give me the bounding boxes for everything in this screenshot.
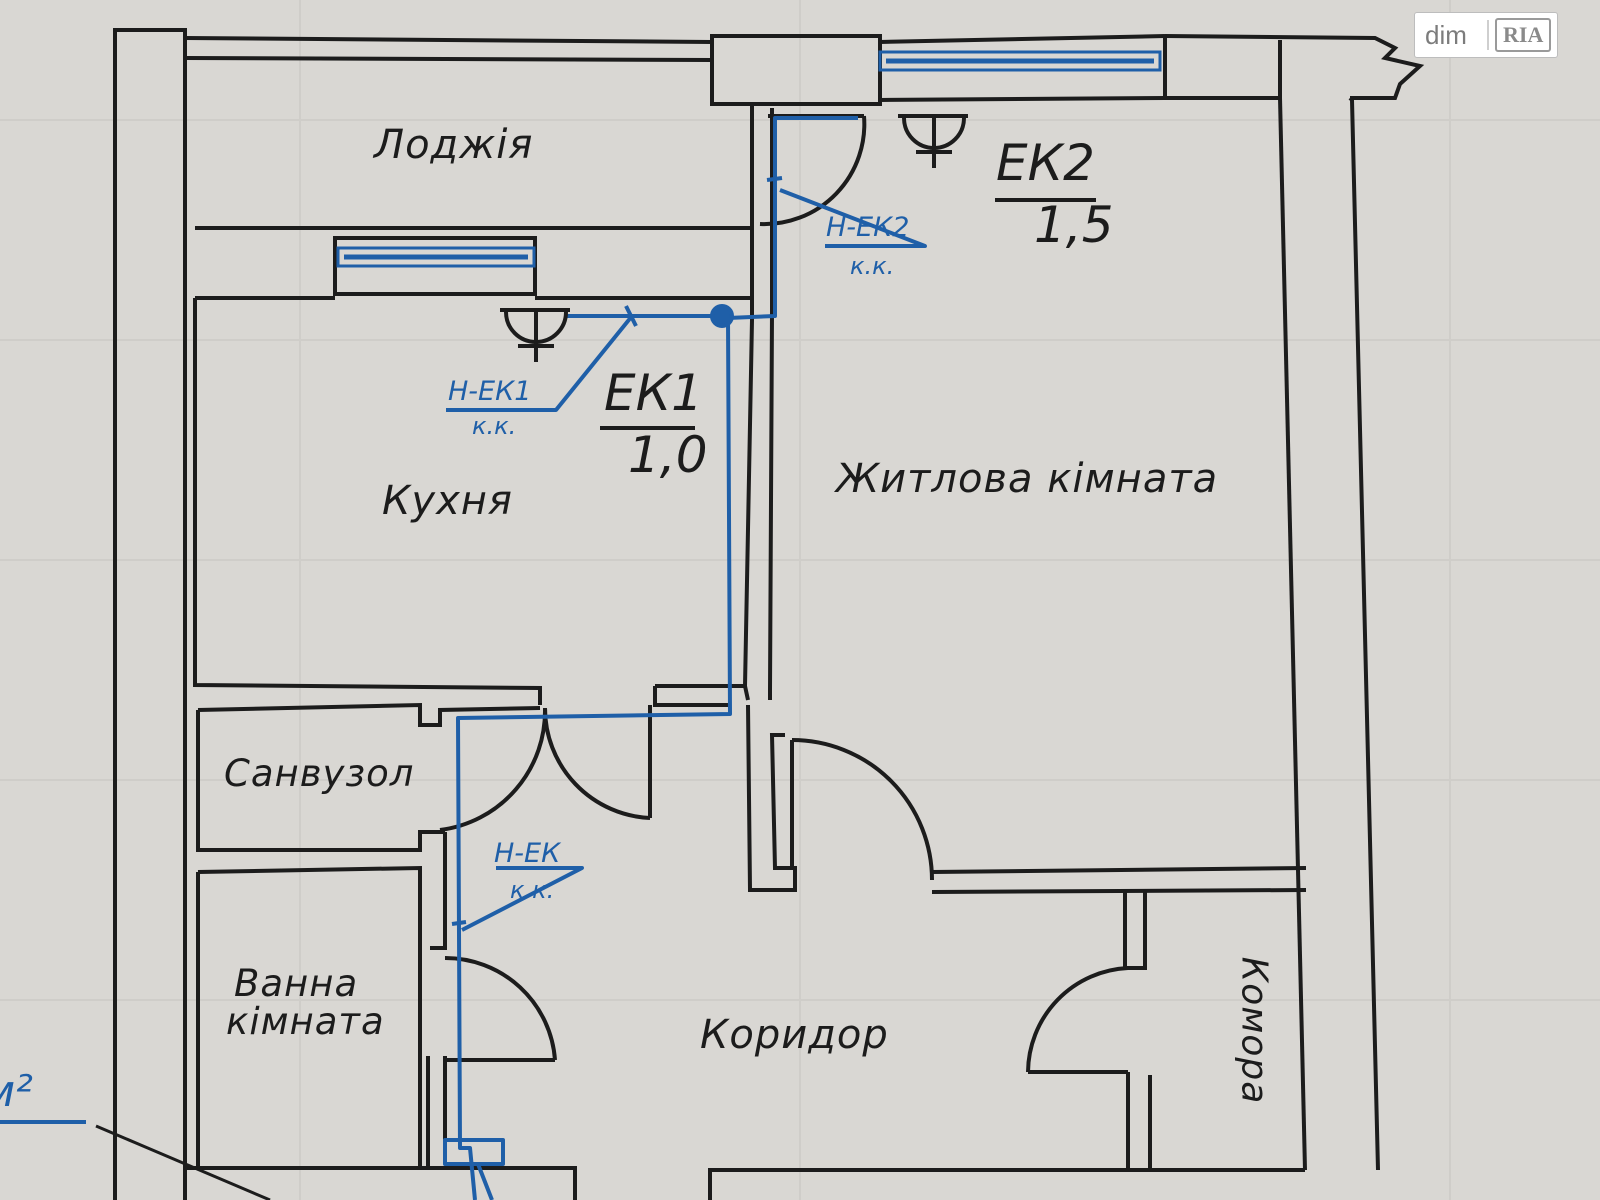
line-label-h-ek2: Н-ЕК2 — [826, 212, 910, 243]
dim-ria-watermark: dim RIA — [1414, 12, 1558, 58]
area-unit-label: м² — [0, 1066, 33, 1117]
line-label-h-ek1: Н-ЕК1 — [448, 376, 532, 407]
room-label-kitchen: Кухня — [382, 478, 513, 524]
line-label-h-ek: Н-ЕК — [494, 838, 561, 869]
room-label-wc: Санвузол — [224, 752, 415, 795]
outlet-symbols — [500, 114, 968, 362]
windows — [336, 50, 1162, 268]
outlet-ek1-icon — [500, 308, 570, 362]
room-label-storage: Комора — [1233, 956, 1275, 1105]
outlet-ek2-mark: ЕК2 — [996, 134, 1095, 192]
line-sub-h-ek2: к.к. — [850, 252, 895, 280]
room-label-bathroom-line2: кімната — [226, 1000, 385, 1043]
wiring — [443, 116, 927, 1200]
watermark-dim-text: dim — [1425, 19, 1467, 50]
outlet-ek1-value: 1,0 — [628, 426, 708, 484]
outlet-ek2-icon — [898, 114, 968, 168]
doors — [439, 114, 1129, 1074]
watermark-divider — [1487, 20, 1489, 50]
outlet-ek2-value: 1,5 — [1034, 196, 1114, 254]
room-label-loggia: Лоджія — [374, 122, 534, 168]
line-sub-h-ek: к.к. — [510, 876, 555, 904]
fraction-bars — [600, 198, 1096, 430]
room-label-corridor: Коридор — [700, 1012, 889, 1058]
room-label-bathroom-line1: Ванна — [234, 962, 359, 1005]
outlet-ek1-mark: ЕК1 — [604, 364, 703, 422]
watermark-ria-logo: RIA — [1495, 18, 1552, 52]
line-sub-h-ek1: к.к. — [472, 412, 517, 440]
room-label-living-room: Житлова кімната — [836, 456, 1219, 502]
area-leader — [0, 1120, 271, 1200]
